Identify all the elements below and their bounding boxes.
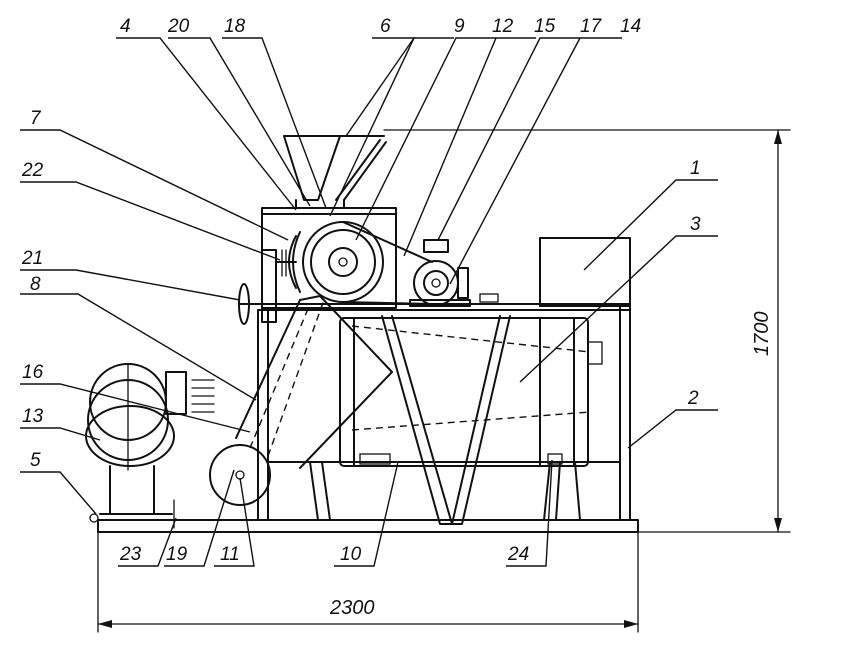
adjustment-handwheel xyxy=(238,249,297,325)
hopper xyxy=(283,135,387,209)
dimension-lines xyxy=(97,129,791,633)
fan-blower xyxy=(85,363,215,529)
callout-9: 9 xyxy=(454,16,465,37)
callout-15: 15 xyxy=(534,16,556,37)
callout-20: 20 xyxy=(167,16,190,37)
crusher-housing xyxy=(261,207,433,309)
callout-17: 17 xyxy=(580,16,603,37)
electric-motor xyxy=(409,239,499,307)
callout-3: 3 xyxy=(690,214,701,235)
callout-23: 23 xyxy=(119,544,142,565)
roller xyxy=(209,444,271,506)
leader-lines xyxy=(20,37,718,567)
callout-1: 1 xyxy=(690,158,701,179)
callout-labels: 4 20 18 6 9 12 15 17 14 7 22 21 8 16 13 … xyxy=(21,16,701,565)
callout-13: 13 xyxy=(22,406,44,427)
callout-10: 10 xyxy=(340,544,362,565)
callout-24: 24 xyxy=(507,544,529,565)
callout-16: 16 xyxy=(22,362,44,383)
dimension-height-label: 1700 xyxy=(751,312,773,357)
callout-6: 6 xyxy=(380,16,391,37)
drum-housing xyxy=(339,315,603,525)
callout-21: 21 xyxy=(21,248,43,269)
callout-4: 4 xyxy=(120,16,131,37)
callout-18: 18 xyxy=(224,16,246,37)
callout-8: 8 xyxy=(30,274,41,295)
callout-7: 7 xyxy=(30,108,42,129)
dimension-width-label: 2300 xyxy=(329,597,375,619)
callout-19: 19 xyxy=(166,544,188,565)
discharge-chute xyxy=(235,295,393,469)
callout-2: 2 xyxy=(687,388,699,409)
base-frame xyxy=(97,303,639,533)
callout-14: 14 xyxy=(620,16,641,37)
callout-5: 5 xyxy=(30,450,41,471)
control-cabinet xyxy=(539,237,631,307)
callout-22: 22 xyxy=(21,160,44,181)
callout-11: 11 xyxy=(220,544,240,565)
callout-12: 12 xyxy=(492,16,514,37)
